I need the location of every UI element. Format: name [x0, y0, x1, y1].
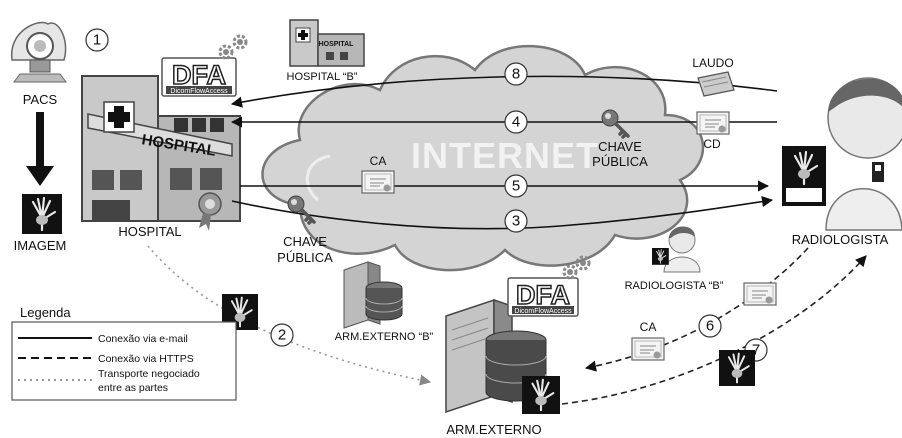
step-4-number: 4 [512, 114, 520, 131]
step-8-badge: 8 [504, 62, 528, 86]
step-7-number: 7 [752, 342, 760, 359]
hospital-b-building-icon [289, 19, 365, 67]
legend-negotiated-line1: Transporte negociado [98, 368, 200, 380]
step-7-https-line [561, 255, 867, 405]
step-8-number: 8 [512, 66, 520, 83]
database-server-icon-b [343, 261, 403, 329]
xray-hand-icon-storage [520, 374, 562, 416]
legend: Legenda Conexão via e-mail Conexão via H… [11, 305, 237, 401]
pacs-to-imagem-arrow [26, 112, 54, 186]
step-6-badge: 6 [698, 314, 722, 338]
gears-icon [218, 34, 248, 60]
legend-title: Legenda [20, 305, 71, 320]
arm-externo-label: ARM.EXTERNO [446, 422, 541, 437]
laudo-label: LAUDO [692, 56, 733, 70]
chave-publica-right-line1: CHAVE [598, 139, 642, 154]
xray-hand-icon-radiologist-b [651, 247, 670, 266]
radiologista-label: RADIOLOGISTA [792, 232, 889, 247]
step-1-badge: 1 [85, 28, 109, 52]
pacs-label: PACS [23, 92, 58, 107]
dfa-bottom-subtitle: DicomFlowAccess [514, 308, 572, 315]
dfa-logo-bottom [507, 277, 579, 317]
dfa-top-title: DFA [172, 60, 226, 90]
certificate-icon-right [743, 282, 777, 306]
chave-publica-left-line2: PÚBLICA [277, 250, 333, 265]
certificate-icon-center [361, 170, 395, 194]
report-document-icon [697, 71, 735, 97]
arm-externo-b-label: ARM.EXTERNO “B” [335, 331, 434, 343]
step-4-badge: 4 [504, 110, 528, 134]
step-5-badge: 5 [504, 174, 528, 198]
dfa-logo-top [161, 57, 237, 97]
hospital-label: HOSPITAL [118, 224, 181, 239]
hospital-b-sign: HOSPITAL [319, 41, 355, 48]
xray-hand-icon-radiologist [782, 146, 826, 190]
xray-hand-icon-step7 [718, 349, 756, 387]
step-1-number: 1 [93, 32, 101, 49]
internet-label: INTERNET [411, 135, 599, 176]
step-6-number: 6 [706, 318, 714, 335]
step-3-badge: 3 [504, 209, 528, 233]
doctor-avatar-icon [825, 77, 902, 231]
dfa-top-subtitle: DicomFlowAccess [170, 88, 228, 95]
legend-email: Conexão via e-mail [98, 333, 188, 345]
radiologista-b-label: RADIOLOGISTA “B” [625, 280, 724, 292]
xray-frame [782, 146, 826, 206]
dfa-bottom-title: DFA [516, 280, 570, 310]
legend-negotiated-line2: entre as partes [98, 382, 168, 394]
imagem-label: IMAGEM [14, 238, 67, 253]
step-2-badge: 2 [270, 323, 294, 347]
chave-publica-left-line1: CHAVE [283, 234, 327, 249]
step-2-number: 2 [278, 327, 286, 344]
internet-cloud-icon [261, 44, 705, 272]
step-5-number: 5 [512, 178, 520, 195]
step-6-https-line [584, 247, 809, 372]
ca-bottom-label: CA [640, 320, 657, 334]
award-seal-icon [198, 192, 222, 231]
step-3-email-line [231, 195, 774, 230]
chave-publica-right-line2: PÚBLICA [592, 154, 648, 169]
doctor-b-avatar-icon [663, 226, 701, 273]
certificate-icon-bottom [631, 337, 665, 361]
legend-https: Conexão via HTTPS [98, 353, 194, 365]
xray-hand-icon [20, 192, 64, 236]
certificate-icon-top [696, 111, 730, 135]
cd-top-label: CD [703, 137, 721, 151]
hospital-b-label: HOSPITAL “B” [287, 71, 358, 83]
ca-center-label: CA [370, 154, 387, 168]
step-3-number: 3 [512, 213, 520, 230]
pacs-scanner-icon [11, 21, 67, 83]
database-server-icon [445, 298, 547, 414]
